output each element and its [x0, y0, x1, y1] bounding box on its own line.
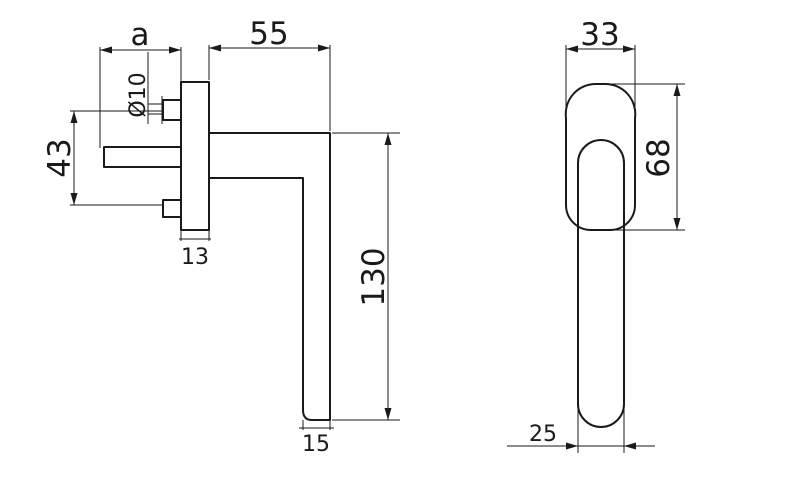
dimension-15: 15 [299, 420, 334, 457]
dimension-68: 68 [600, 83, 685, 231]
rose-plate [180, 81, 210, 231]
screw-head-top [162, 99, 182, 121]
dimension-a: a [99, 17, 182, 148]
dimension-130: 130 [332, 132, 400, 421]
screw-head-bottom [162, 199, 182, 218]
dimension-55: 55 [208, 16, 331, 131]
dimension-68-label: 68 [641, 138, 677, 177]
dimension-55-label: 55 [249, 16, 288, 52]
rose-outline [564, 82, 637, 231]
dimension-a-label: a [131, 17, 150, 53]
dimension-15-label: 15 [302, 432, 330, 457]
dimension-diameter: Ø10 [126, 52, 163, 124]
handle-grip [577, 139, 625, 428]
dimension-13-label: 13 [181, 245, 209, 270]
dimension-33: 33 [565, 17, 636, 112]
dimension-43-label: 43 [42, 138, 78, 177]
dimension-13: 13 [179, 230, 211, 270]
dimension-25: 25 [507, 404, 655, 453]
dimension-33-label: 33 [580, 17, 619, 53]
side-view: a Ø10 55 43 [42, 16, 400, 457]
dimension-25-label: 25 [529, 422, 557, 447]
dimension-43: 43 [42, 110, 163, 206]
spindle [103, 146, 182, 168]
front-view: 33 68 25 [507, 17, 685, 453]
dimension-diameter-label: Ø10 [126, 72, 151, 117]
dimension-130-label: 130 [356, 247, 392, 306]
handle-lever [208, 132, 331, 421]
